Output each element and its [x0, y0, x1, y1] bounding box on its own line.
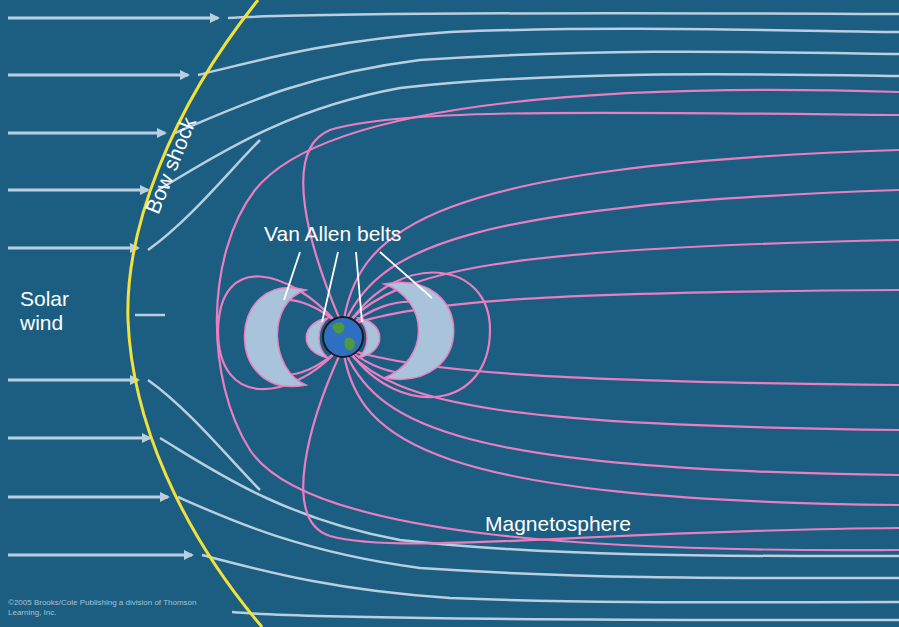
field-lines	[217, 90, 899, 550]
leader-lines	[284, 252, 432, 322]
van-allen-label: Van Allen belts	[262, 222, 403, 246]
earth	[323, 317, 363, 357]
van-allen-belts	[244, 282, 453, 386]
copyright-note: ©2005 Brooks/Cole Publishing a division …	[6, 598, 210, 617]
magnetosphere-label: Magnetosphere	[483, 512, 633, 536]
bow-shock-line	[128, 0, 262, 627]
solar-wind-flow	[135, 13, 899, 620]
solar-wind-label: Solar wind	[18, 287, 92, 335]
solar-wind-arrows	[8, 18, 218, 555]
